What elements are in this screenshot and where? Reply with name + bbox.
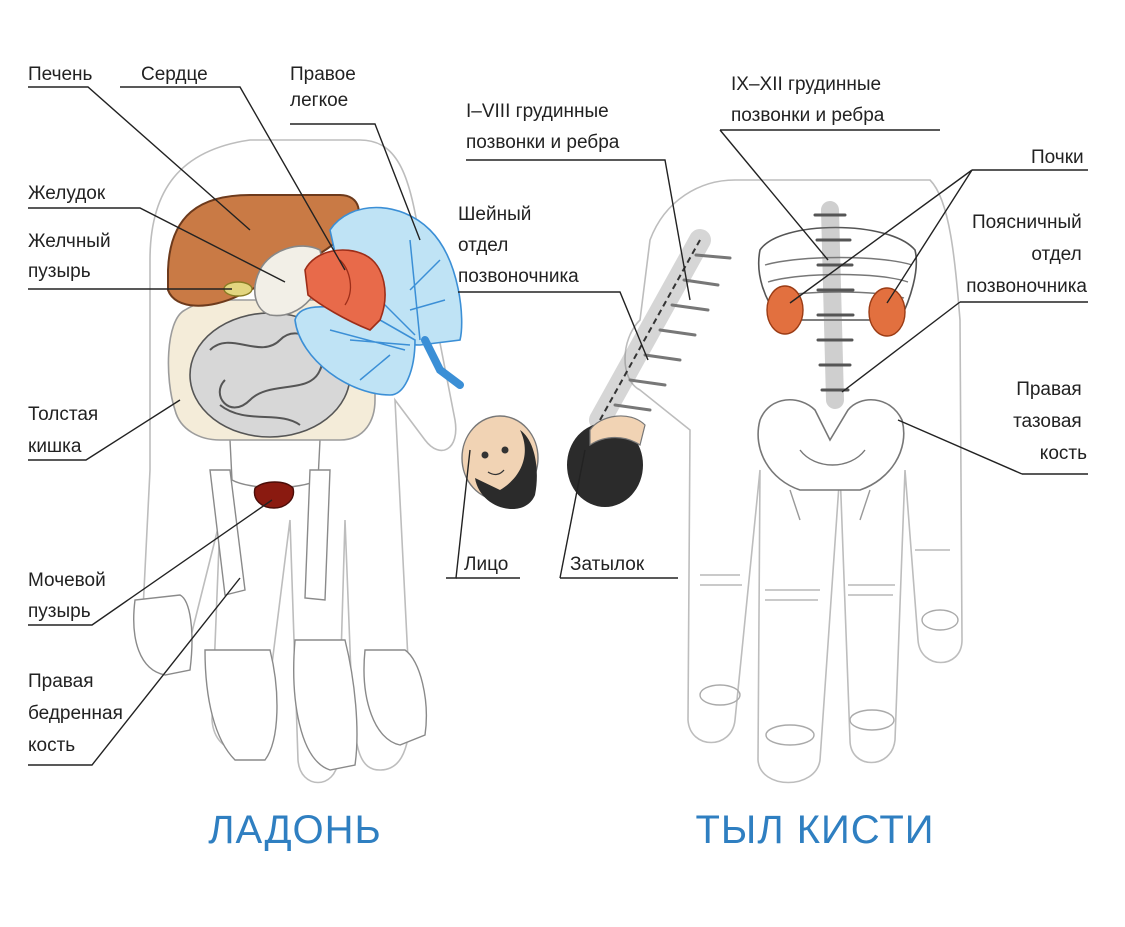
spine-back [813, 201, 855, 409]
label-pelvis: Правая тазовая кость [1013, 379, 1087, 464]
label-stomach: Желудок [28, 183, 106, 204]
palm-skeleton [133, 431, 427, 771]
caption-back-of-hand: ТЫЛ КИСТИ [696, 808, 935, 852]
label-heart: Сердце [141, 64, 208, 85]
label-thoracic-1-8: I–VIII грудинные позвонки и ребра [466, 101, 620, 153]
spine-thoracic-upper [589, 229, 732, 431]
label-gallbladder: Желчный пузырь [28, 231, 116, 282]
pelvis [757, 398, 905, 521]
nape-head-illustration [567, 415, 646, 507]
kidney-right [868, 287, 906, 337]
label-liver: Печень [28, 64, 93, 85]
label-femur: Правая бедренная кость [28, 671, 128, 756]
label-nape: Затылок [570, 554, 645, 575]
label-kidneys: Почки [1031, 147, 1084, 168]
caption-palm: ЛАДОНЬ [208, 808, 382, 852]
labels: Печень Сердце Правое легкое Желудок Желч… [28, 64, 1087, 756]
label-face: Лицо [464, 554, 508, 575]
kidney-left [766, 285, 804, 335]
label-right-lung: Правое легкое [290, 64, 361, 111]
bladder [253, 481, 295, 509]
label-bladder: Мочевой пузырь [28, 570, 111, 622]
leader-lines [28, 86, 1088, 766]
label-lumbar: Поясничный отдел позвоночника [966, 212, 1087, 297]
label-thoracic-9-12: IX–XII грудинные позвонки и ребра [731, 74, 886, 126]
label-cervical: Шейный отдел позвоночника [458, 204, 579, 287]
face-head-illustration [461, 415, 539, 510]
label-colon: Толстая кишка [28, 404, 103, 457]
